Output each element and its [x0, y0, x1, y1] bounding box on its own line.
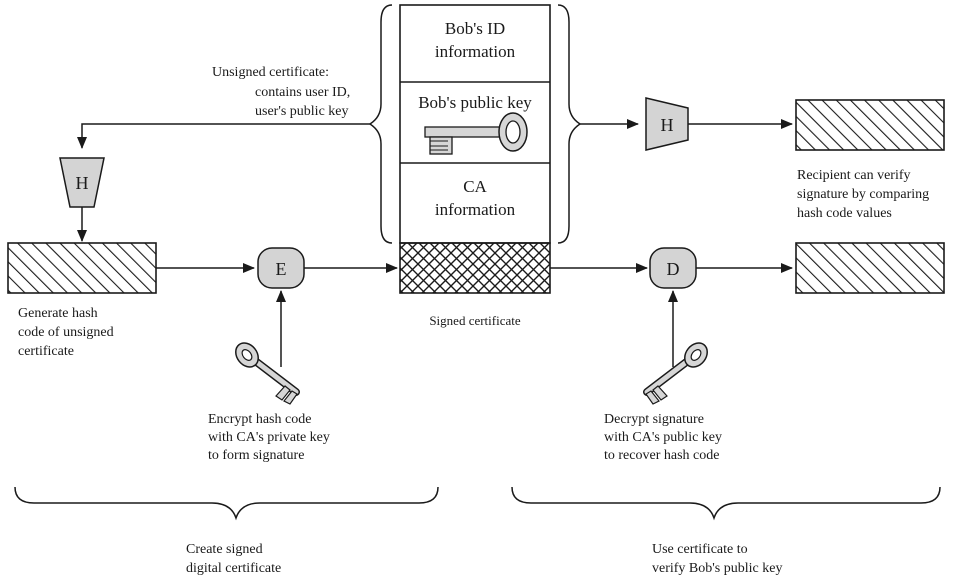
decrypt-label: D: [667, 259, 680, 279]
public-key-icon: [424, 112, 528, 155]
unsigned-cert-line2: contains user ID,: [255, 85, 350, 100]
create-section-line1: Create signed: [186, 542, 263, 557]
use-section-brace: [511, 486, 941, 521]
hash-left-label: H: [76, 173, 89, 193]
recipient-verify-line3: hash code values: [797, 206, 892, 221]
signature-block: [399, 242, 551, 294]
hash-code-left: [7, 242, 157, 294]
cert-public-key-label: Bob's public key: [418, 93, 532, 112]
encrypt-desc-line2: with CA's private key: [208, 430, 330, 445]
cert-ca-line1: CA: [463, 177, 487, 196]
certificate-block: Bob's ID information Bob's public key CA…: [399, 4, 551, 328]
encrypt-label: E: [276, 259, 287, 279]
create-section-brace: [14, 486, 439, 521]
hash-function-right: [645, 97, 689, 151]
generate-hash-line1: Generate hash: [18, 306, 98, 321]
signed-certificate-label: Signed certificate: [429, 313, 521, 328]
hash-right-label: H: [661, 115, 674, 135]
generate-hash-line3: certificate: [18, 344, 74, 359]
hash-function-left: [59, 157, 105, 208]
left-brace: [368, 4, 393, 244]
recipient-verify-line2: signature by comparing: [797, 187, 929, 202]
unsigned-cert-line1: Unsigned certificate:: [212, 65, 329, 80]
recipient-verify-line1: Recipient can verify: [797, 168, 911, 183]
generate-hash-line2: code of unsigned: [18, 325, 114, 340]
cert-ca-line2: information: [435, 200, 516, 219]
right-brace: [557, 4, 582, 244]
use-section-line2: verify Bob's public key: [652, 561, 782, 576]
unsigned-cert-line3: user's public key: [255, 104, 349, 119]
decrypt-desc-line1: Decrypt signature: [604, 412, 704, 427]
create-section-line2: digital certificate: [186, 561, 281, 576]
encrypt-desc-line3: to form signature: [208, 448, 304, 463]
hash-code-bottom-right: [795, 242, 945, 294]
decrypt-desc-line3: to recover hash code: [604, 448, 719, 463]
cert-id-line2: information: [435, 42, 516, 61]
decrypt-desc-line2: with CA's public key: [604, 430, 722, 445]
private-key-icon: [235, 342, 300, 405]
encrypt-desc-line1: Encrypt hash code: [208, 412, 311, 427]
ca-public-key-icon: [643, 342, 708, 405]
hash-code-top-right: [795, 99, 945, 151]
unsigned-cert-arrow: [77, 123, 370, 149]
cert-id-line1: Bob's ID: [445, 19, 505, 38]
use-section-line1: Use certificate to: [652, 542, 748, 557]
